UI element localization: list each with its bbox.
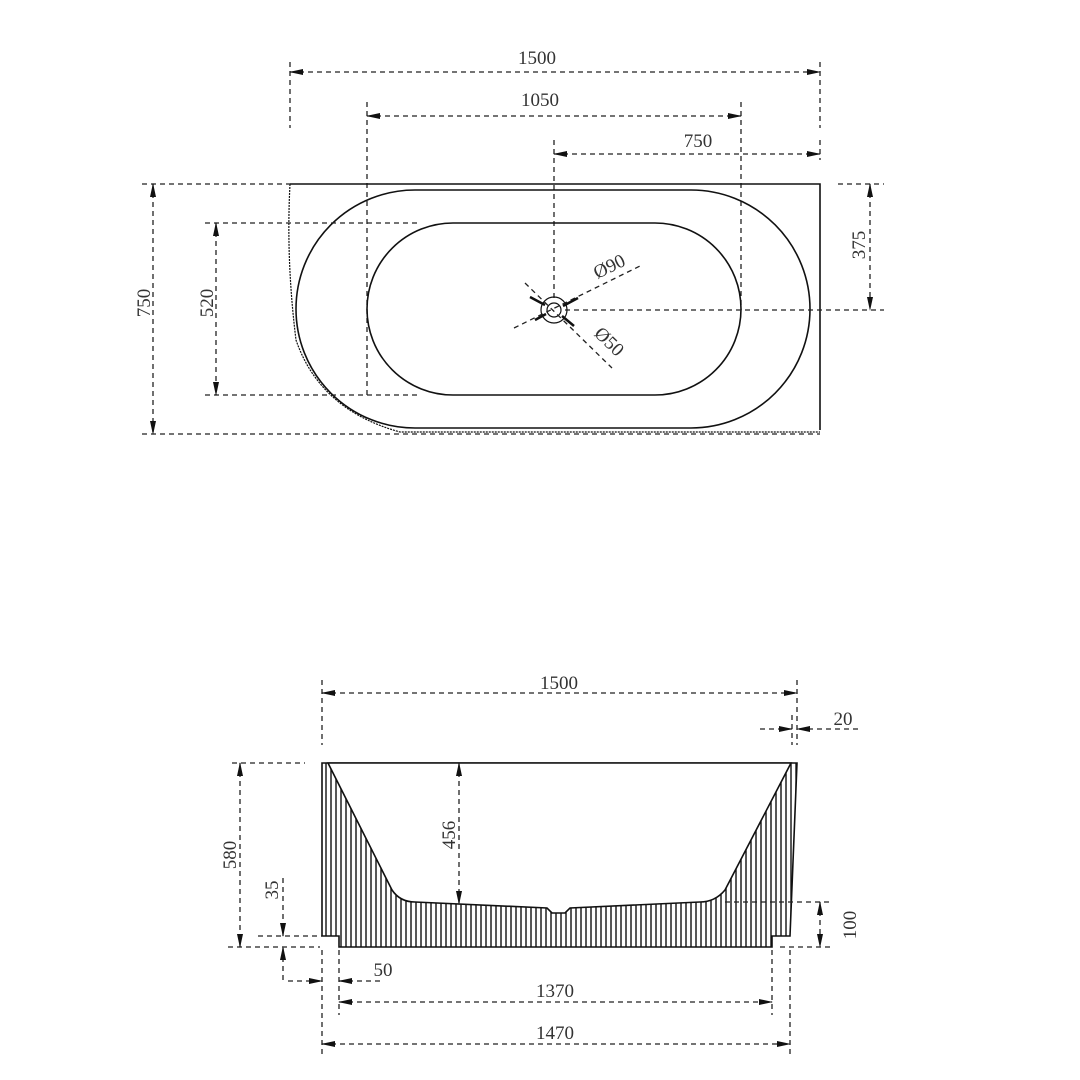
rim-offset-label: 20 bbox=[834, 709, 853, 730]
plinth-height-label: 35 bbox=[262, 881, 283, 900]
inner-depth-label: 456 bbox=[439, 821, 460, 850]
top-drain-center-label: 375 bbox=[849, 231, 870, 260]
top-inner-width-label: 520 bbox=[197, 289, 218, 318]
top-width-label: 750 bbox=[134, 289, 155, 318]
top-drain-offset-label: 750 bbox=[684, 131, 713, 152]
base-thickness-label: 100 bbox=[840, 911, 861, 940]
foot-length-label: 1470 bbox=[536, 1023, 574, 1044]
drain-icon bbox=[513, 265, 641, 369]
side-view: 1500 20 580 456 35 100 50 1370 bbox=[220, 673, 861, 1058]
drain-diameter-label: Ø50 bbox=[590, 323, 628, 361]
side-length-label: 1500 bbox=[540, 673, 578, 694]
plinth-inset-label: 50 bbox=[374, 960, 393, 981]
top-length-label: 1500 bbox=[518, 48, 556, 69]
overflow-diameter-label: Ø90 bbox=[590, 250, 629, 283]
side-height-label: 580 bbox=[220, 841, 241, 870]
top-view: 1500 1050 750 750 520 375 bbox=[134, 48, 884, 435]
base-length-label: 1370 bbox=[536, 981, 574, 1002]
top-inner-length-label: 1050 bbox=[521, 90, 559, 111]
